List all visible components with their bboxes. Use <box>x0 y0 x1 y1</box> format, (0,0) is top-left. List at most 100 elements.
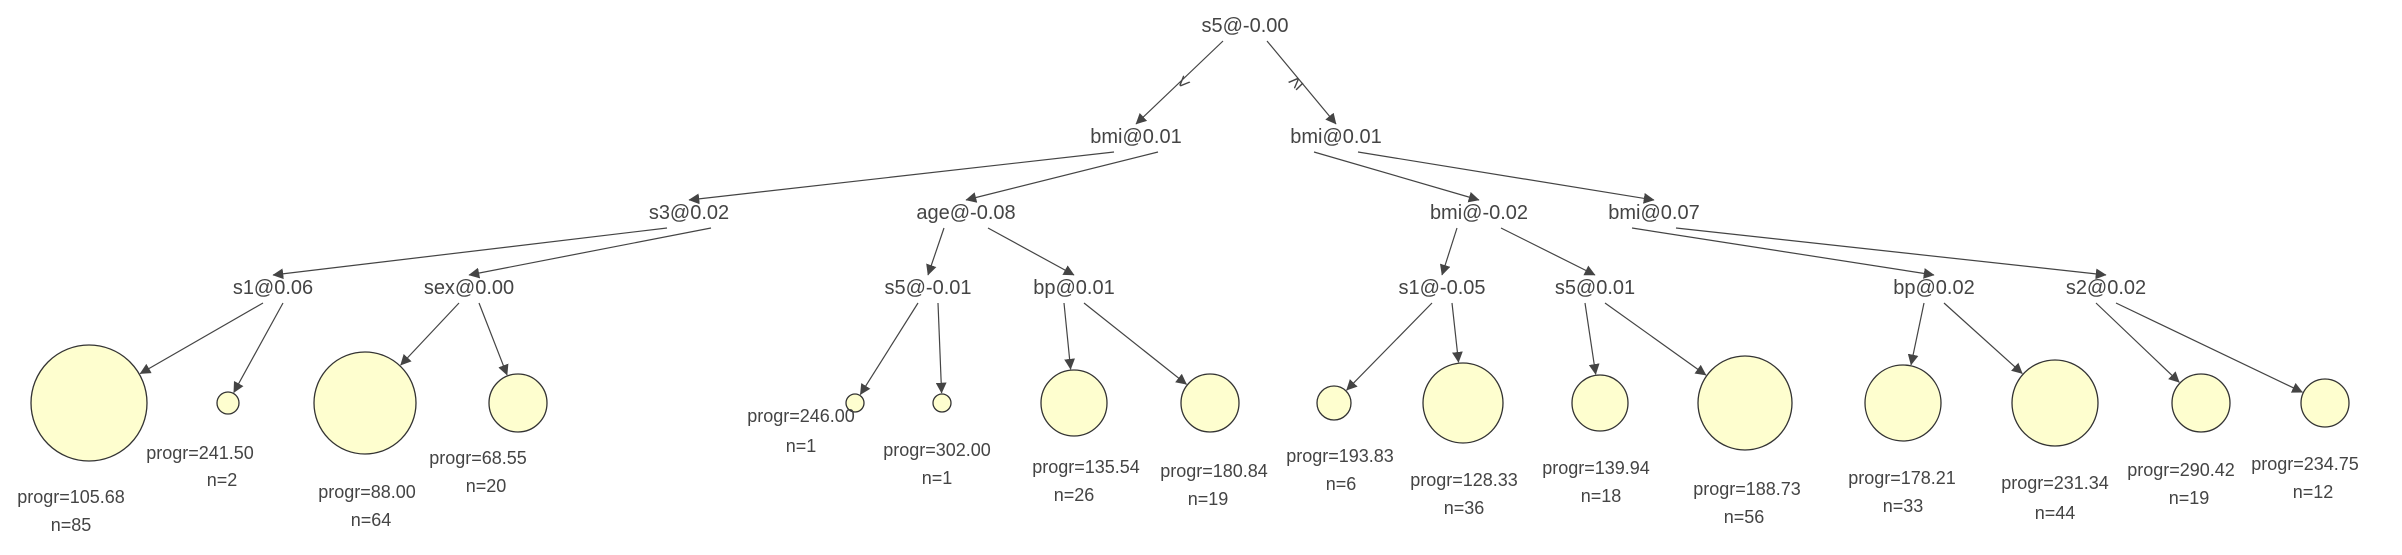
leaf-node: progr=105.68 n=85 <box>17 344 148 535</box>
tree-edge <box>272 227 668 280</box>
leaf-node: progr=234.75 n=12 <box>2251 378 2359 502</box>
leaf-node: progr=68.55 n=20 <box>429 373 548 496</box>
split-node-r: bmi@0.01 <box>1290 126 1381 148</box>
leaf-value: progr=180.84 <box>1160 461 1268 481</box>
tree-edge <box>2095 302 2180 383</box>
leaf-circle <box>1864 364 1942 442</box>
tree-edge <box>965 151 1159 203</box>
leaf-node: progr=246.00 n=1 <box>747 393 865 456</box>
tree-edge <box>400 302 460 366</box>
tree-edge <box>935 302 947 394</box>
split-nodes: s5@-0.00 bmi@0.01 bmi@0.01 s3@0.02 age@-… <box>233 15 2146 299</box>
leaf-value: progr=105.68 <box>17 487 125 507</box>
split-node-lrr: bp@0.01 <box>1033 277 1114 299</box>
leaf-count: n=12 <box>2293 482 2334 502</box>
leaf-count: n=26 <box>1054 485 1095 505</box>
leaf-circle <box>1180 373 1240 433</box>
split-node-rrr: s2@0.02 <box>2066 277 2146 299</box>
leaf-count: n=19 <box>1188 489 1229 509</box>
tree-edge <box>688 151 1115 205</box>
leaf-node: progr=290.42 n=19 <box>2127 373 2235 508</box>
leaf-count: n=1 <box>922 468 953 488</box>
leaf-value: progr=68.55 <box>429 448 527 468</box>
leaf-value: progr=88.00 <box>318 482 416 502</box>
split-node-l: bmi@0.01 <box>1090 126 1181 148</box>
leaf-node: progr=193.83 n=6 <box>1286 385 1394 494</box>
edge-label-greater-equal: ≥ <box>1284 71 1307 94</box>
tree-edge <box>2115 302 2303 393</box>
tree-edges <box>139 40 2303 395</box>
edge-label-less-than: < <box>1172 71 1196 95</box>
leaf-count: n=20 <box>466 476 507 496</box>
tree-edge <box>1266 40 1337 125</box>
leaf-value: progr=231.34 <box>2001 473 2109 493</box>
tree-edge <box>1631 227 1935 279</box>
tree-edge <box>233 302 284 393</box>
split-node-ll: s3@0.02 <box>649 202 729 224</box>
leaf-node: progr=139.94 n=18 <box>1542 374 1650 506</box>
leaf-circle <box>1040 369 1108 437</box>
leaf-node: progr=180.84 n=19 <box>1160 373 1268 509</box>
split-node-lll: s1@0.06 <box>233 277 313 299</box>
leaf-value: progr=135.54 <box>1032 457 1140 477</box>
tree-edge <box>1357 151 1655 204</box>
split-node-root: s5@-0.00 <box>1201 15 1288 37</box>
tree-edge <box>478 302 509 376</box>
leaf-value: progr=302.00 <box>883 440 991 460</box>
tree-edge <box>1584 302 1600 375</box>
leaf-circle <box>2171 373 2231 433</box>
leaf-count: n=18 <box>1581 486 1622 506</box>
tree-edge <box>1063 302 1075 370</box>
leaf-circle <box>932 393 952 413</box>
leaf-node: progr=241.50 n=2 <box>146 391 254 490</box>
tree-edge <box>1943 302 2023 374</box>
leaf-circle <box>1697 355 1793 451</box>
leaf-count: n=19 <box>2169 488 2210 508</box>
tree-edge <box>1135 40 1224 125</box>
leaf-value: progr=246.00 <box>747 406 855 426</box>
leaf-node: progr=178.21 n=33 <box>1848 364 1956 516</box>
tree-edge <box>859 302 919 395</box>
split-node-rr: bmi@0.07 <box>1608 202 1699 224</box>
leaf-count: n=56 <box>1724 507 1765 527</box>
tree-edge <box>1346 302 1433 391</box>
tree-edge <box>1083 302 1187 385</box>
leaf-circle <box>845 393 865 413</box>
leaf-node: progr=128.33 n=36 <box>1410 362 1518 518</box>
leaf-circle <box>1422 362 1504 444</box>
leaf-value: progr=178.21 <box>1848 468 1956 488</box>
leaf-node: progr=135.54 n=26 <box>1032 369 1140 505</box>
leaf-value: progr=128.33 <box>1410 470 1518 490</box>
leaf-circle <box>488 373 548 433</box>
leaf-count: n=1 <box>786 436 817 456</box>
split-node-rll: s1@-0.05 <box>1398 277 1485 299</box>
leaf-node: progr=302.00 n=1 <box>883 393 991 488</box>
split-node-llr: sex@0.00 <box>424 277 514 299</box>
leaf-count: n=85 <box>51 515 92 535</box>
split-node-lrl: s5@-0.01 <box>884 277 971 299</box>
tree-edge <box>987 227 1075 276</box>
leaf-circle <box>1571 374 1629 432</box>
split-node-rrl: bp@0.02 <box>1893 277 1974 299</box>
leaf-count: n=64 <box>351 510 392 530</box>
leaf-value: progr=234.75 <box>2251 454 2359 474</box>
tree-edge <box>1451 302 1463 363</box>
leaf-value: progr=193.83 <box>1286 446 1394 466</box>
tree-edge <box>1313 151 1480 203</box>
leaf-value: progr=241.50 <box>146 443 254 463</box>
tree-edge <box>1500 227 1596 276</box>
tree-edge <box>139 302 264 375</box>
split-node-rl: bmi@-0.02 <box>1430 202 1528 224</box>
leaf-node: progr=188.73 n=56 <box>1693 355 1801 527</box>
leaf-circle <box>1316 385 1352 421</box>
leaf-circle <box>2300 378 2350 428</box>
leaf-circle <box>216 391 240 415</box>
tree-edge <box>1675 227 2107 280</box>
tree-edge <box>468 227 712 279</box>
leaf-value: progr=139.94 <box>1542 458 1650 478</box>
leaf-nodes: progr=105.68 n=85 progr=241.50 n=2 progr… <box>17 344 2359 535</box>
leaf-count: n=6 <box>1326 474 1357 494</box>
split-node-rlr: s5@0.01 <box>1555 277 1635 299</box>
